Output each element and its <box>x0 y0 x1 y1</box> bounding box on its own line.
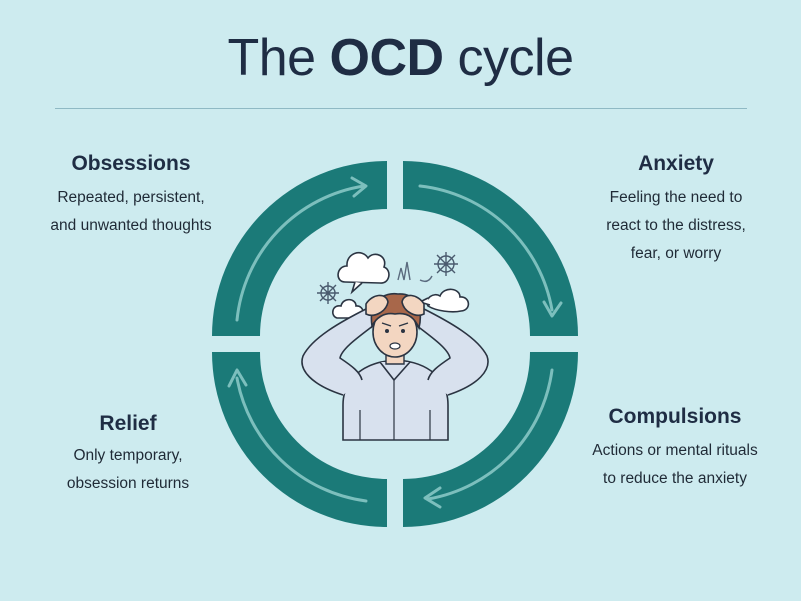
ring-segment-bottom-left <box>212 352 387 527</box>
stage-description-line: Actions or mental rituals <box>592 442 758 459</box>
stressed-person-illustration <box>301 251 489 441</box>
ring-segment-top-right <box>403 161 578 336</box>
stage-description-line: fear, or worry <box>630 245 722 262</box>
stage-heading: Compulsions <box>608 405 742 428</box>
cycle-arrow-3 <box>423 368 554 509</box>
stage-description-line: Repeated, persistent, <box>57 189 205 206</box>
stage-description-line: Only temporary, <box>73 447 183 464</box>
stage-description-line: react to the distress, <box>606 217 746 234</box>
stress-cloud-icon <box>337 251 390 284</box>
stage-relief: Relief Only temporary, obsession returns <box>38 412 218 498</box>
title-divider <box>55 108 747 109</box>
title-prefix: The <box>227 29 330 87</box>
cycle-arrow-4 <box>227 368 368 503</box>
stage-description-line: obsession returns <box>66 475 190 492</box>
title-suffix: cycle <box>443 29 574 87</box>
ring-segment-bottom-right <box>403 352 578 527</box>
stage-heading: Relief <box>99 412 157 435</box>
stage-description-line: and unwanted thoughts <box>50 217 212 234</box>
stage-obsessions: Obsessions Repeated, persistent, and unw… <box>20 152 242 240</box>
stage-anxiety: Anxiety Feeling the need to react to the… <box>568 152 784 268</box>
page-title: The OCD cycle <box>0 28 801 88</box>
stage-description-line: to reduce the anxiety <box>603 470 747 487</box>
stage-description-line: Feeling the need to <box>609 189 743 206</box>
spark-icon <box>397 261 411 281</box>
stress-cloud-icon <box>426 288 470 313</box>
stage-heading: Anxiety <box>638 152 714 175</box>
ring-segment-top-left <box>212 161 387 336</box>
stage-compulsions: Compulsions Actions or mental rituals to… <box>562 405 788 493</box>
title-bold: OCD <box>329 29 445 87</box>
cycle-arrow-2 <box>418 184 563 318</box>
stage-heading: Obsessions <box>71 152 191 175</box>
cycle-arrow-1 <box>235 176 368 322</box>
